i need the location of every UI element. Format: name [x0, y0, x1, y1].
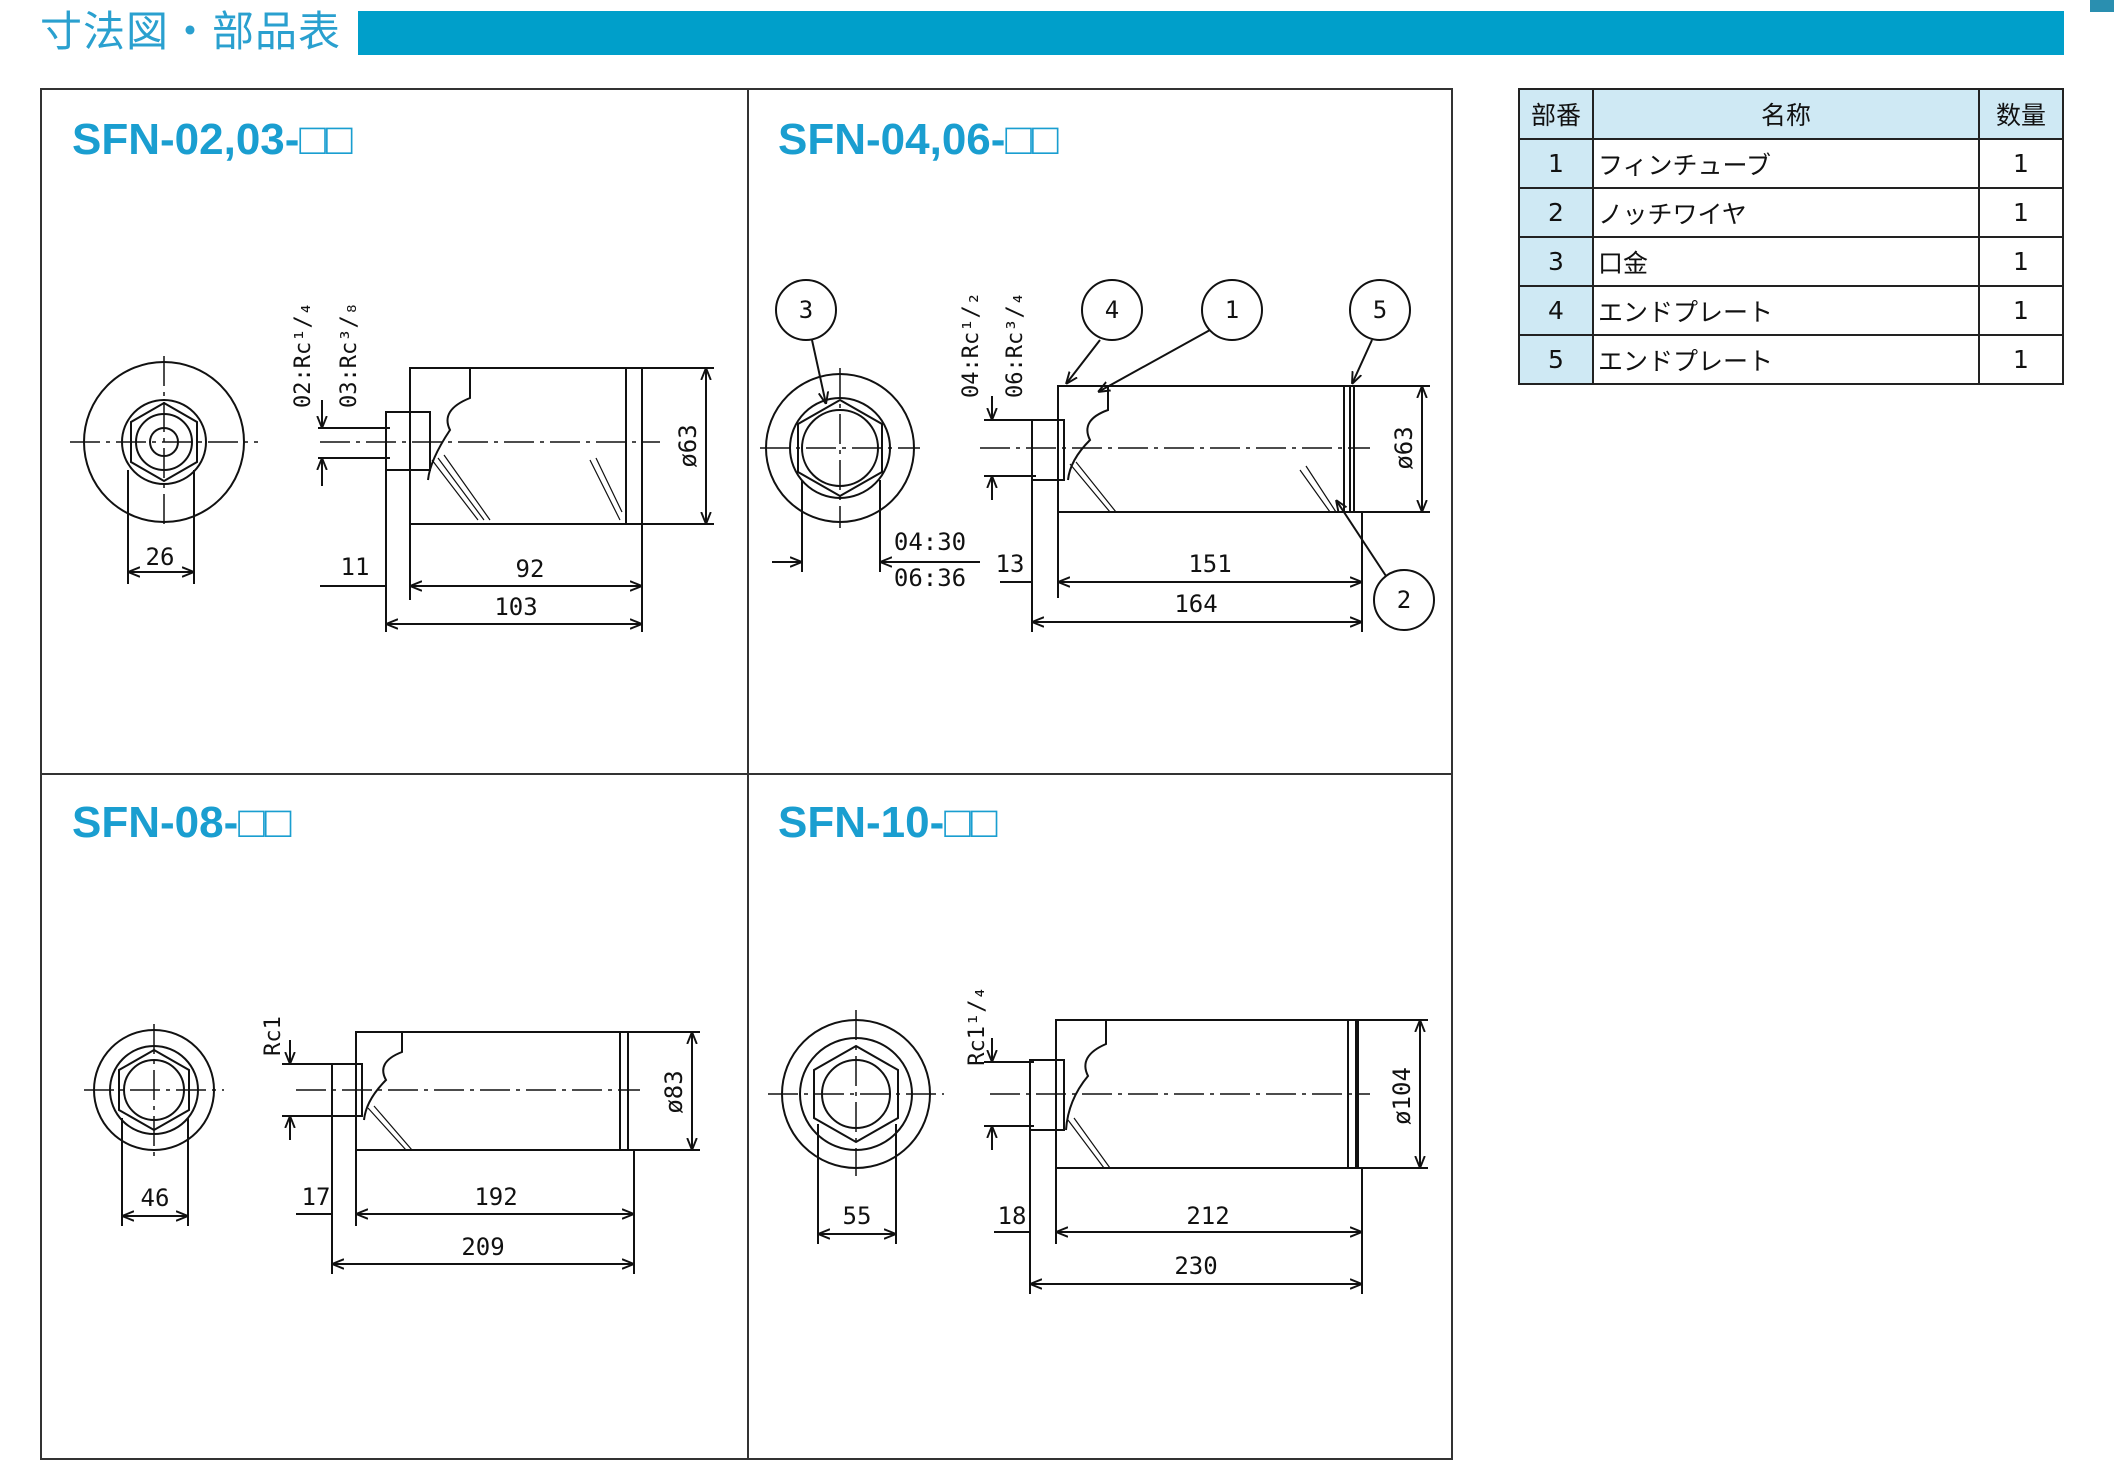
d4-hex-label: 55 — [843, 1202, 872, 1230]
header-bar — [358, 11, 2064, 55]
d3-total-label: 209 — [461, 1233, 504, 1261]
parts-table-header: 部番 名称 数量 — [1518, 88, 2064, 140]
col-qty: 数量 — [1978, 88, 2064, 140]
d2-total-label: 164 — [1174, 590, 1217, 618]
d1-body-label: 92 — [516, 555, 545, 583]
d2-hex-b: 06:36 — [894, 564, 966, 592]
table-row: 5 エンドプレート 1 — [1518, 334, 2064, 385]
part-qty: 1 — [1978, 334, 2064, 385]
model-title-1: SFN-02,03-□□ — [72, 115, 353, 164]
part-qty: 1 — [1978, 187, 2064, 238]
d4-thread: Rc1¹/₄ — [965, 986, 990, 1065]
part-no: 2 — [1518, 187, 1594, 238]
d2-thread-a: 04:Rc¹/₂ — [959, 292, 984, 398]
d2-body-label: 151 — [1188, 550, 1231, 578]
d3-hex-label: 46 — [141, 1184, 170, 1212]
corner-mark — [2090, 0, 2114, 12]
part-qty: 1 — [1978, 138, 2064, 189]
col-part-name: 名称 — [1592, 88, 1980, 140]
part-no: 3 — [1518, 236, 1594, 287]
d1-inlet-label: 11 — [341, 553, 370, 581]
part-no: 4 — [1518, 285, 1594, 336]
table-row: 4 エンドプレート 1 — [1518, 285, 2064, 336]
part-name: フィンチューブ — [1592, 138, 1980, 189]
d1-total-label: 103 — [494, 593, 537, 621]
d1-thread-b: 03:Rc³/₈ — [337, 302, 362, 408]
table-row: 2 ノッチワイヤ 1 — [1518, 187, 2064, 238]
part-name: エンドプレート — [1592, 334, 1980, 385]
d2-thread-b: 06:Rc³/₄ — [1003, 292, 1028, 398]
page-title: 寸法図・部品表 — [40, 7, 342, 56]
parts-table: 部番 名称 数量 1 フィンチューブ 1 2 ノッチワイヤ 1 3 口金 1 4… — [1518, 88, 2064, 385]
part-name: 口金 — [1592, 236, 1980, 287]
d2-callout-4: 4 — [1105, 296, 1119, 324]
frame-horizontal-divider — [40, 773, 1453, 775]
table-row: 1 フィンチューブ 1 — [1518, 138, 2064, 189]
part-name: エンドプレート — [1592, 285, 1980, 336]
part-qty: 1 — [1978, 285, 2064, 336]
d2-callout-1: 1 — [1225, 296, 1239, 324]
d4-total-label: 230 — [1174, 1252, 1217, 1280]
model-title-4: SFN-10-□□ — [778, 798, 998, 847]
d2-hex-a: 04:30 — [894, 528, 966, 556]
d4-inlet-label: 18 — [998, 1202, 1027, 1230]
d3-dia-label: ø83 — [660, 1070, 688, 1113]
d2-callout-3: 3 — [799, 296, 813, 324]
d4-body-label: 212 — [1186, 1202, 1229, 1230]
d4-dia-label: ø104 — [1388, 1067, 1416, 1125]
d1-thread-a: 02:Rc¹/₄ — [291, 302, 316, 408]
part-qty: 1 — [1978, 236, 2064, 287]
d3-inlet-label: 17 — [302, 1183, 331, 1211]
table-row: 3 口金 1 — [1518, 236, 2064, 287]
part-no: 1 — [1518, 138, 1594, 189]
d3-thread: Rc1 — [261, 1016, 286, 1056]
d1-hex-label: 26 — [146, 543, 175, 571]
part-no: 5 — [1518, 334, 1594, 385]
d2-callout-2: 2 — [1397, 586, 1411, 614]
part-name: ノッチワイヤ — [1592, 187, 1980, 238]
d3-body-label: 192 — [474, 1183, 517, 1211]
d2-callout-5: 5 — [1373, 296, 1387, 324]
d2-inlet-label: 13 — [996, 550, 1025, 578]
model-title-2: SFN-04,06-□□ — [778, 115, 1059, 164]
d2-dia-label: ø63 — [1390, 426, 1418, 469]
model-title-3: SFN-08-□□ — [72, 798, 292, 847]
d1-dia-label: ø63 — [674, 424, 702, 467]
col-part-no: 部番 — [1518, 88, 1594, 140]
